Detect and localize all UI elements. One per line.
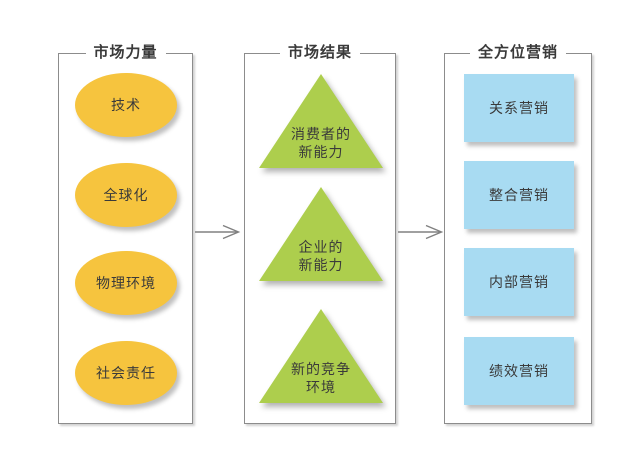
triangle-new-competitive-environment: 新的竞争 环境 — [259, 309, 383, 403]
rect-relationship-marketing: 关系营销 — [464, 74, 574, 142]
panel-market-forces: 市场力量 技术 全球化 物理环境 社会责任 — [58, 44, 193, 424]
shape-label: 企业的 新能力 — [298, 241, 344, 274]
rect-performance-marketing: 绩效营销 — [464, 337, 574, 405]
shape-label: 新的竞争 环境 — [291, 363, 351, 396]
panel-holistic-marketing: 全方位营销 关系营销 整合营销 内部营销 绩效营销 — [444, 44, 592, 424]
panel-market-outcomes-title: 市场结果 — [279, 44, 361, 63]
shape-label: 物理环境 — [96, 277, 156, 292]
shape-label: 社会责任 — [96, 367, 156, 382]
panel-holistic-marketing-title: 全方位营销 — [469, 44, 567, 63]
triangle-consumer-new-capabilities: 消费者的 新能力 — [259, 74, 383, 168]
rect-integrated-marketing: 整合营销 — [464, 161, 574, 229]
shape-label: 全球化 — [103, 189, 149, 204]
shape-label: 技术 — [111, 99, 141, 114]
panel-market-forces-title: 市场力量 — [85, 44, 166, 63]
triangle-icon — [259, 74, 383, 168]
triangle-icon — [259, 309, 383, 403]
rect-internal-marketing: 内部营销 — [464, 248, 574, 316]
ellipse-social-responsibility: 社会责任 — [75, 341, 177, 405]
ellipse-technology: 技术 — [75, 73, 177, 137]
ellipse-globalization: 全球化 — [75, 163, 177, 227]
ellipse-physical-environment: 物理环境 — [75, 251, 177, 315]
triangle-icon — [259, 187, 383, 281]
triangle-company-new-capabilities: 企业的 新能力 — [259, 187, 383, 281]
shape-label: 消费者的 新能力 — [291, 128, 351, 161]
shape-label: 整合营销 — [489, 189, 549, 204]
arrow-right-icon — [398, 224, 444, 240]
shape-label: 绩效营销 — [489, 365, 549, 380]
shape-label: 关系营销 — [489, 102, 549, 117]
panel-market-outcomes: 市场结果 消费者的 新能力 企业的 新能力 新的竞争 — [244, 44, 396, 424]
shape-label: 内部营销 — [489, 276, 549, 291]
arrow-right-icon — [195, 224, 241, 240]
